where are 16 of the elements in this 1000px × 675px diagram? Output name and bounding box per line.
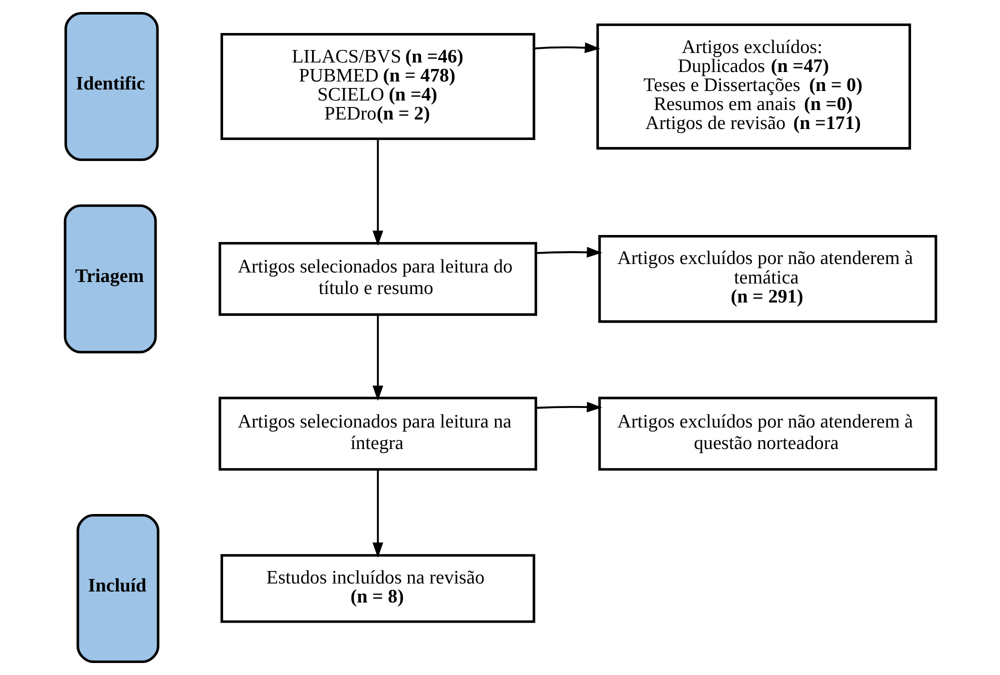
node-box: LILACS/BVS (n =46) PUBMED (n = 478) SCIELO (n =4) PEDro(n = 2) [220, 33, 535, 140]
arrow [372, 314, 383, 401]
node-box: Artigos excluídos: Duplicados (n =47) Teses e Dissertações (n = 0) Resumos em anais (n =0) Artigos de revisão (n =171) [596, 23, 911, 150]
arrow [535, 246, 602, 258]
arrow [535, 402, 602, 412]
node-box: Incluíd [76, 514, 159, 664]
arrow [372, 139, 383, 246]
node-box: Identific [64, 12, 158, 162]
node-box: Artigos excluídos por não atenderem à temática (n = 291) [598, 234, 937, 323]
node-box: Artigos selecionados para leitura do título e resumo [218, 242, 537, 316]
node-box: Artigos excluídos por não atenderem à questão norteadora [598, 396, 937, 471]
arrow [372, 470, 383, 558]
node-box: Estudos incluídos na revisão (n = 8) [220, 554, 535, 623]
node-box: Triagem [63, 204, 156, 354]
arrow [534, 42, 600, 54]
node-box: Artigos selecionados para leitura na íntegra [218, 396, 537, 471]
